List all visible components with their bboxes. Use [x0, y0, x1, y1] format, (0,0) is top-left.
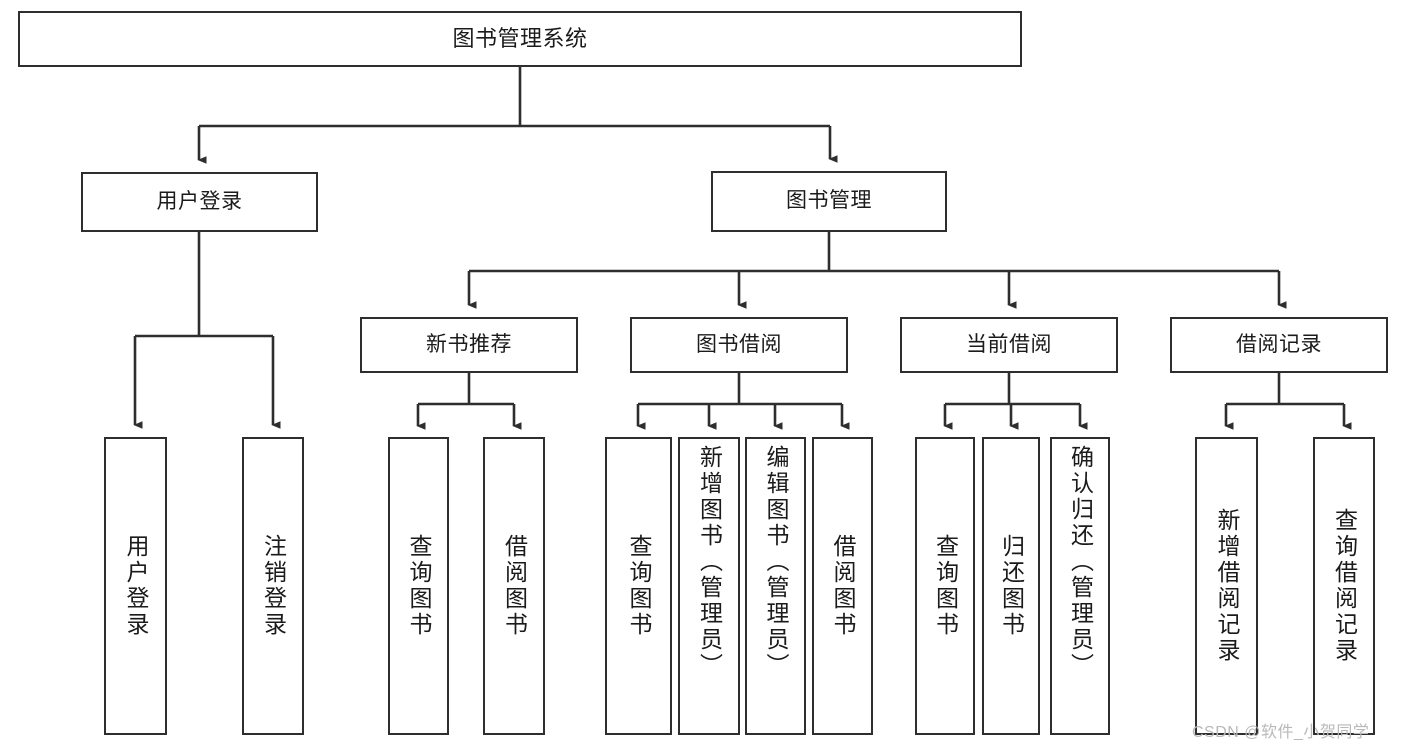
node-leaf-add-borrow-record[interactable]: 新增借阅记录: [1195, 437, 1258, 735]
node-user-login[interactable]: 用户登录: [81, 172, 318, 232]
node-borrow-record[interactable]: 借阅记录: [1170, 317, 1388, 373]
node-label: 借阅图书: [830, 534, 856, 638]
node-label: 用户登录: [123, 534, 149, 638]
node-label: 注销登录: [260, 534, 287, 638]
node-leaf-query-borrow-record[interactable]: 查询借阅记录: [1313, 437, 1375, 735]
node-label: 查询图书: [406, 534, 432, 638]
node-label: 用户登录: [156, 189, 243, 213]
node-leaf-borrow-book-2[interactable]: 借阅图书: [812, 437, 873, 735]
node-leaf-query-book-3[interactable]: 查询图书: [915, 437, 975, 735]
node-label: 新增图书（管理员）: [696, 445, 723, 679]
node-label: 新增借阅记录: [1214, 508, 1240, 664]
node-leaf-edit-book[interactable]: 编辑图书（管理员）: [745, 437, 806, 735]
node-label: 编辑图书（管理员）: [763, 445, 789, 679]
node-label: 当前借阅: [966, 332, 1052, 356]
node-label: 图书管理: [786, 189, 872, 213]
node-leaf-add-book[interactable]: 新增图书（管理员）: [678, 437, 740, 735]
node-leaf-user-login[interactable]: 用户登录: [104, 437, 167, 735]
node-leaf-query-book-2[interactable]: 查询图书: [605, 437, 672, 735]
node-new-book-recommend[interactable]: 新书推荐: [360, 317, 578, 373]
node-book-borrow[interactable]: 图书借阅: [630, 317, 848, 373]
node-label: 查询图书: [626, 534, 652, 638]
node-leaf-query-book-1[interactable]: 查询图书: [388, 437, 449, 735]
node-root-system[interactable]: 图书管理系统: [18, 11, 1022, 67]
node-label: 确认归还（管理员）: [1067, 445, 1094, 679]
node-label: 新书推荐: [426, 332, 512, 356]
node-label: 图书借阅: [696, 332, 782, 356]
node-leaf-borrow-book-1[interactable]: 借阅图书: [483, 437, 545, 735]
node-label: 查询图书: [932, 534, 959, 638]
csdn-watermark: CSDN @软件_小贺同学: [1192, 724, 1370, 741]
node-leaf-confirm-return[interactable]: 确认归还（管理员）: [1050, 437, 1110, 735]
node-label: 图书管理系统: [452, 26, 588, 52]
node-leaf-return-book[interactable]: 归还图书: [982, 437, 1040, 735]
node-label: 借阅记录: [1236, 332, 1322, 356]
node-label: 查询借阅记录: [1331, 508, 1358, 664]
node-label: 借阅图书: [501, 534, 528, 638]
node-leaf-logout[interactable]: 注销登录: [242, 437, 304, 735]
node-current-borrow[interactable]: 当前借阅: [900, 317, 1118, 373]
node-book-management[interactable]: 图书管理: [711, 171, 947, 232]
node-label: 归还图书: [998, 534, 1025, 638]
